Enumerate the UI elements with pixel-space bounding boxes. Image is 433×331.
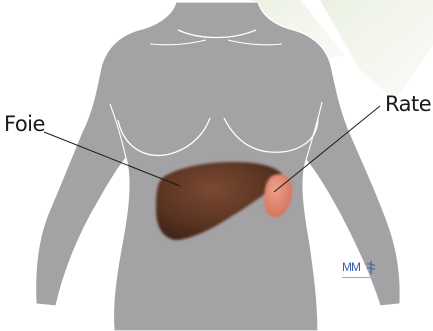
caduceus-icon bbox=[366, 261, 376, 274]
liver-label: Foie bbox=[4, 114, 45, 135]
logo-tagline-bar bbox=[342, 275, 380, 280]
brand-logo: MM bbox=[342, 261, 380, 283]
spleen-label: Rate bbox=[385, 94, 431, 115]
logo-text: MM bbox=[342, 261, 360, 273]
